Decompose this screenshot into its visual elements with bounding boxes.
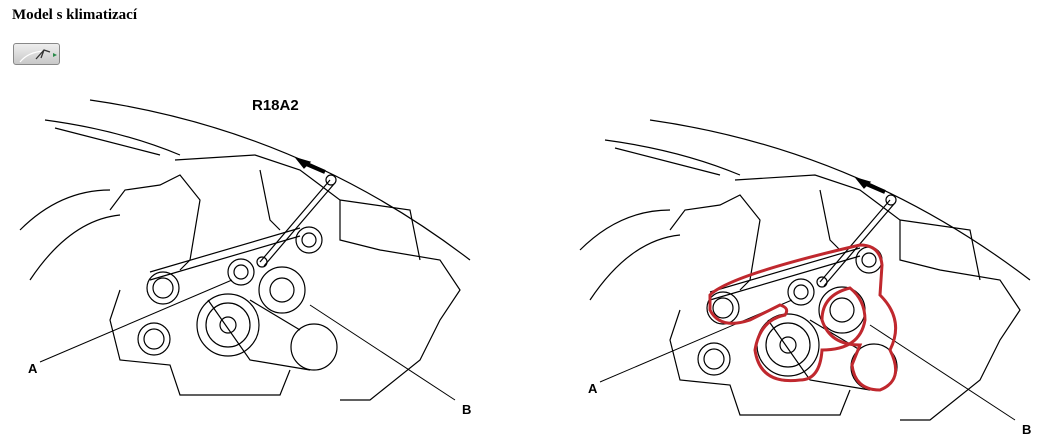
figure-right-engine-drawing bbox=[578, 118, 1032, 422]
measure-tool-button[interactable] bbox=[13, 43, 60, 65]
figure-left-engine-drawing bbox=[18, 98, 472, 402]
callout-a-left: A bbox=[28, 361, 38, 376]
page-title: Model s klimatizací bbox=[12, 7, 137, 23]
engine-code-label: R18A2 bbox=[252, 97, 299, 114]
callout-a-right: A bbox=[588, 381, 598, 396]
callout-b-right: B bbox=[1022, 422, 1031, 437]
callout-b-left: B bbox=[462, 402, 471, 417]
drive-belt-route bbox=[708, 243, 898, 392]
caliper-icon bbox=[19, 49, 57, 63]
